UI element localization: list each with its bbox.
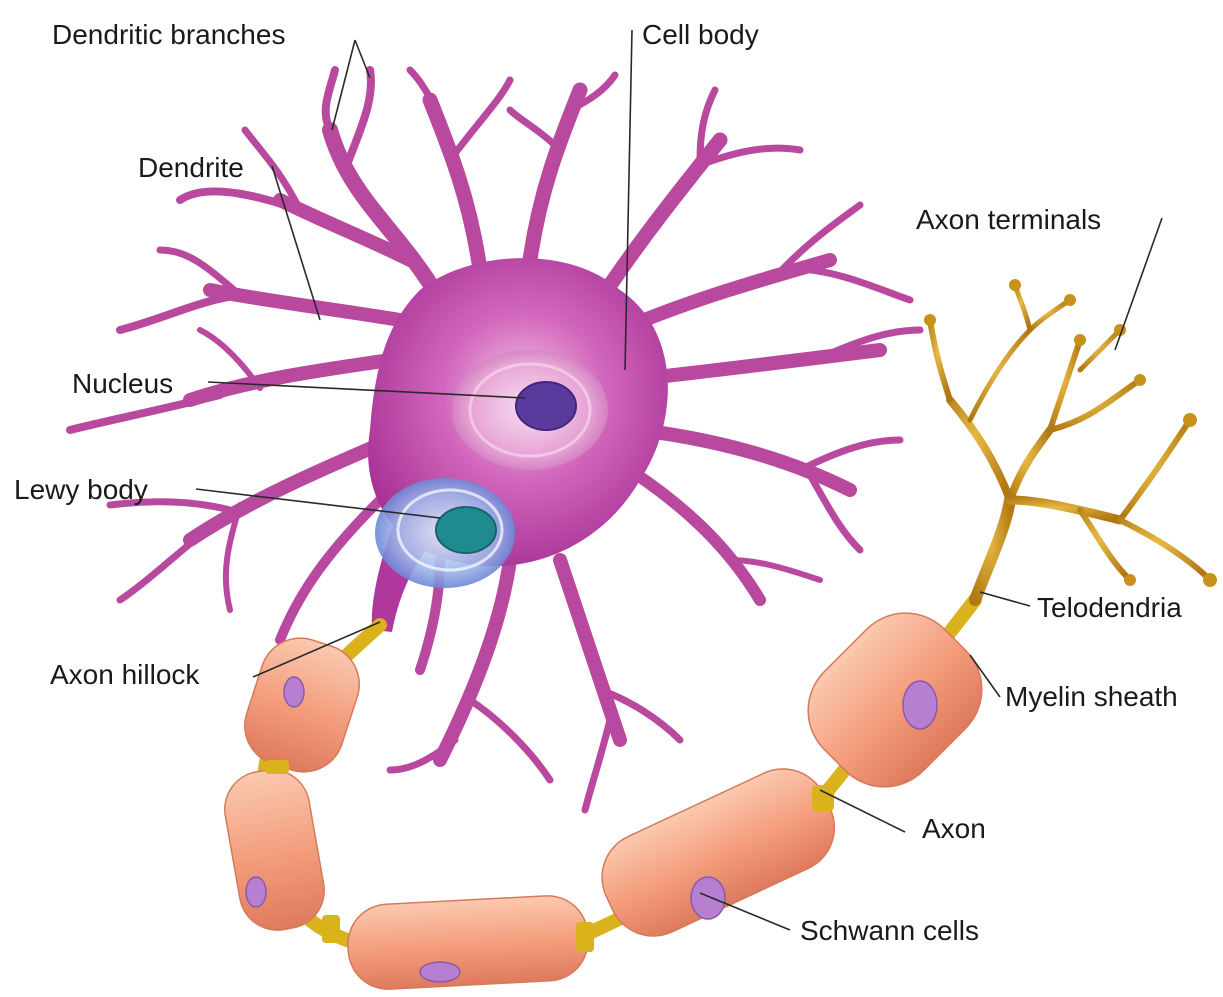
nucleus (452, 350, 608, 470)
label-dendrite: Dendrite (138, 152, 244, 183)
label-cell-body: Cell body (642, 19, 759, 50)
axon-terminal-knobs (924, 279, 1217, 587)
label-axon: Axon (922, 813, 986, 844)
lewy-body (375, 478, 515, 588)
schwann-cell (346, 894, 590, 991)
label-schwann-cells: Schwann cells (800, 915, 979, 946)
schwann-cell (785, 590, 1004, 809)
axon-terminals (930, 285, 1210, 600)
label-dendritic-branches: Dendritic branches (52, 19, 285, 50)
label-telodendria: Telodendria (1037, 592, 1182, 623)
label-axon-hillock: Axon hillock (50, 659, 200, 690)
label-axon-terminals: Axon terminals (916, 204, 1101, 235)
label-lewy-body: Lewy body (14, 474, 148, 505)
schwann-cell (219, 764, 330, 936)
label-nucleus: Nucleus (72, 368, 173, 399)
label-myelin-sheath: Myelin sheath (1005, 681, 1178, 712)
